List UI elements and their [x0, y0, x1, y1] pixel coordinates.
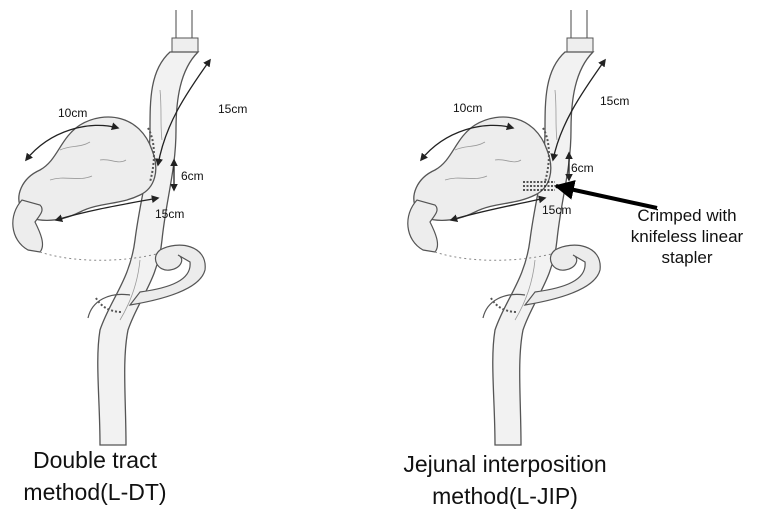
stapler-note-line2: knifeless linear — [612, 226, 762, 247]
stapler-note: Crimped with knifeless linear stapler — [612, 205, 762, 268]
right-caption-line2: method(L-JIP) — [370, 480, 640, 512]
left-diagram: 10cm 15cm 6cm 15cm — [13, 10, 248, 445]
left-label-6cm: 6cm — [181, 169, 204, 183]
right-anatomy-illustration — [408, 10, 600, 445]
left-label-10cm: 10cm — [58, 106, 87, 120]
right-caption-line1: Jejunal interposition — [370, 448, 640, 480]
left-caption-line2: method(L-DT) — [0, 476, 190, 508]
left-caption: Double tract method(L-DT) — [0, 444, 190, 508]
left-anatomy-illustration — [13, 10, 205, 445]
left-label-15cm-top: 15cm — [218, 102, 247, 116]
right-label-15cm-top: 15cm — [600, 94, 629, 108]
left-label-15cm-bottom: 15cm — [155, 207, 184, 221]
right-label-10cm: 10cm — [453, 101, 482, 115]
left-caption-line1: Double tract — [0, 444, 190, 476]
stapler-note-line3: stapler — [612, 247, 762, 268]
right-diagram: 10cm 15cm 6cm 15cm — [408, 10, 630, 445]
right-caption: Jejunal interposition method(L-JIP) — [370, 448, 640, 512]
right-label-15cm-bottom: 15cm — [542, 203, 571, 217]
right-label-6cm: 6cm — [571, 161, 594, 175]
stapler-note-line1: Crimped with — [612, 205, 762, 226]
